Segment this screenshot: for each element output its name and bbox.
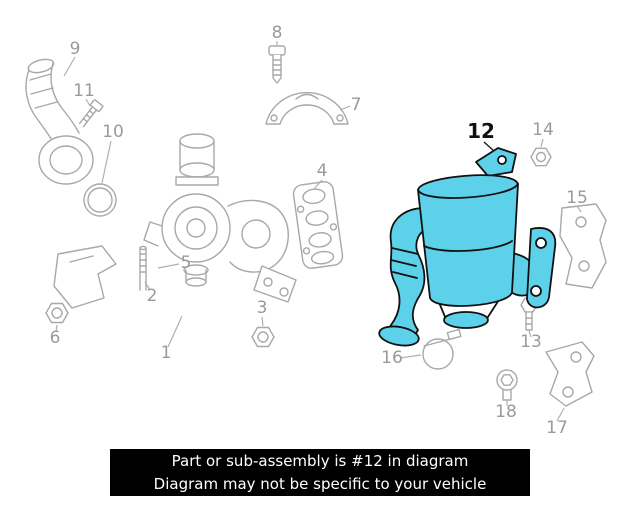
mount-bracket [545, 341, 595, 407]
leader-lines [55, 41, 582, 422]
bolt-icon [268, 45, 286, 84]
banner-line-2: Diagram may not be specific to your vehi… [153, 474, 487, 493]
cat-inlet-bell [378, 325, 420, 347]
exploded-parts-diagram: 9 8 11 10 7 12 14 4 15 5 2 3 6 1 16 13 1… [25, 23, 607, 438]
bolt-icon [78, 99, 104, 128]
callout-18: 18 [495, 402, 517, 422]
callout-9: 9 [70, 39, 81, 59]
pipe-clamp [422, 328, 462, 370]
callout-15: 15 [566, 188, 588, 208]
callout-12-highlighted: 12 [467, 119, 495, 143]
hex-nut [45, 302, 69, 324]
air-hose [25, 58, 94, 185]
callout-13: 13 [520, 332, 542, 352]
diagram-note-banner: Part or sub-assembly is #12 in diagram D… [110, 449, 530, 496]
callout-8: 8 [272, 23, 283, 43]
callout-3: 3 [257, 298, 268, 318]
callout-16: 16 [381, 348, 403, 368]
o-ring [83, 183, 117, 217]
saddle-bracket [265, 91, 349, 125]
catalytic-converter-highlighted [378, 147, 557, 347]
hex-nut [251, 326, 275, 348]
stud [139, 245, 147, 291]
cat-top-tab [475, 147, 517, 177]
cat-clamp-ring [443, 311, 489, 329]
callout-5: 5 [181, 253, 192, 273]
callout-10: 10 [102, 122, 124, 142]
flange-gasket [559, 203, 607, 289]
hex-nut [530, 147, 552, 167]
callout-6: 6 [50, 328, 61, 348]
callout-14: 14 [532, 120, 554, 140]
heat-shield [53, 245, 117, 309]
callout-4: 4 [317, 161, 328, 181]
callout-11: 11 [73, 81, 95, 101]
banner-line-1: Part or sub-assembly is #12 in diagram [171, 452, 469, 470]
callout-1: 1 [161, 343, 172, 363]
leader-line-12 [483, 141, 495, 152]
turbocharger [143, 133, 297, 303]
callout-7: 7 [351, 95, 362, 115]
plug [496, 369, 518, 401]
cat-canister [417, 174, 519, 307]
callout-17: 17 [546, 418, 568, 438]
callout-2: 2 [147, 286, 158, 306]
manifold-gasket [292, 181, 344, 269]
